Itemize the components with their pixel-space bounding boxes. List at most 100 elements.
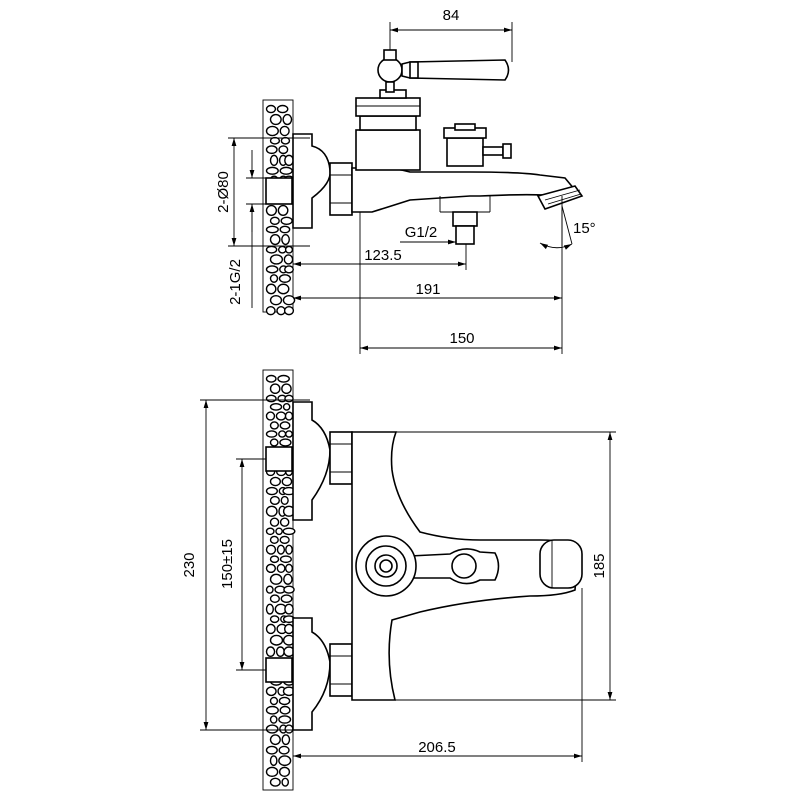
dim-g12-label: G1/2 <box>405 224 438 241</box>
handle-knob <box>377 57 403 83</box>
wall-stone <box>279 421 291 430</box>
side-wall <box>262 99 296 316</box>
wall-stone <box>279 555 292 564</box>
wall-stone <box>284 394 294 403</box>
wall-stone <box>276 544 286 555</box>
wall-stone <box>279 125 290 137</box>
wall-stone <box>284 563 294 574</box>
front-flange-lower <box>292 617 331 731</box>
dim-230-label: 230 <box>181 552 198 577</box>
dim-pipe-diameter: 2-Ø80 <box>215 137 310 247</box>
wall-stone <box>265 225 279 234</box>
dim-15-deg-label: 15° <box>573 220 596 237</box>
wall-stone <box>269 715 278 724</box>
wall-stone <box>284 245 294 254</box>
dim-shower-thread: G1/2 <box>400 224 456 245</box>
wall-stone <box>285 430 293 438</box>
side-body <box>351 49 584 245</box>
wall-stone <box>276 563 286 574</box>
front-wall <box>262 369 296 791</box>
wall-stone <box>279 438 292 447</box>
side-hex-nut <box>329 162 353 216</box>
wall-stone <box>265 204 278 217</box>
diverter-knob <box>446 137 484 167</box>
wall-stone <box>278 145 289 155</box>
front-hex-nut-upper <box>329 431 353 485</box>
shower-outlet <box>452 211 478 227</box>
front-flange-upper <box>292 401 331 521</box>
wall-stone <box>284 411 294 421</box>
wall-stone <box>265 411 276 421</box>
front-view: 230 150±15 185 206.5 <box>181 369 616 791</box>
wall-stone <box>282 113 293 126</box>
wall-stone <box>278 715 292 724</box>
wall-stone <box>275 411 287 421</box>
wall-stone <box>269 154 279 167</box>
wall-stone <box>269 535 279 544</box>
wall-stone <box>275 527 283 536</box>
dim-150-label: 150 <box>449 330 474 347</box>
wall-stone <box>265 283 277 295</box>
wall-stone <box>265 603 274 615</box>
wall-stone <box>283 305 295 316</box>
wall-stone <box>284 154 294 167</box>
side-inlet-square <box>265 177 293 205</box>
wall-stone <box>277 204 289 217</box>
wall-stone <box>265 305 276 316</box>
wall-stone <box>265 166 279 175</box>
dim-123-5-label: 123.5 <box>364 247 402 264</box>
dim-handle-width: 84 <box>389 7 513 62</box>
wall-stone <box>269 421 279 430</box>
wall-stone <box>269 234 281 246</box>
wall-stone <box>265 145 278 155</box>
wall-stone <box>269 294 283 306</box>
wall-stone <box>265 646 276 657</box>
dim-outlet-offset: 123.5 <box>293 244 467 270</box>
wall-stone <box>269 696 279 706</box>
dim-spout-reach: 150 <box>359 212 562 354</box>
wall-stone <box>269 734 281 746</box>
wall-stone <box>279 517 290 527</box>
wall-stone <box>269 517 280 527</box>
side-flange-upper <box>292 133 331 229</box>
wall-stone <box>265 265 279 274</box>
wall-stone <box>265 766 279 778</box>
wall-stone <box>279 535 290 544</box>
wall-stone <box>269 136 281 145</box>
wall-stone <box>283 585 295 594</box>
wall-stone <box>285 544 293 555</box>
wall-stone <box>278 755 292 767</box>
dim-2-1g2-label: 2-1G/2 <box>227 259 244 305</box>
dim-spout-angle: 15° <box>539 196 596 250</box>
wall-stone <box>278 696 291 706</box>
wall-stone <box>281 777 290 787</box>
dim-2-d80-label: 2-Ø80 <box>215 171 232 213</box>
front-hex-nut-lower <box>329 643 353 697</box>
wall-stone <box>265 505 278 517</box>
wall-stone <box>281 383 292 395</box>
wall-stone <box>269 476 281 487</box>
wall-stone <box>278 430 287 438</box>
wall-stone <box>269 594 280 603</box>
wall-stone <box>269 254 284 265</box>
front-inlet-upper <box>265 446 293 472</box>
wall-stone <box>265 104 277 114</box>
dim-185-label: 185 <box>591 553 608 578</box>
wall-stone <box>269 615 280 624</box>
wall-stone <box>265 430 278 438</box>
wall-stone <box>269 573 283 585</box>
wall-stone <box>283 623 295 635</box>
wall-stone <box>280 495 289 506</box>
dim-inlet-centers: 150±15 <box>219 458 266 671</box>
wall-stone <box>269 113 282 126</box>
wall-stone <box>280 594 293 603</box>
wall-stone <box>265 686 277 697</box>
dim-206-5-label: 206.5 <box>418 739 456 756</box>
wall-stone <box>284 724 294 734</box>
wall-stone <box>278 274 292 283</box>
wall-stone <box>265 623 276 635</box>
wall-stone <box>269 777 281 787</box>
wall-stone <box>280 216 293 226</box>
wall-stone <box>265 374 277 383</box>
